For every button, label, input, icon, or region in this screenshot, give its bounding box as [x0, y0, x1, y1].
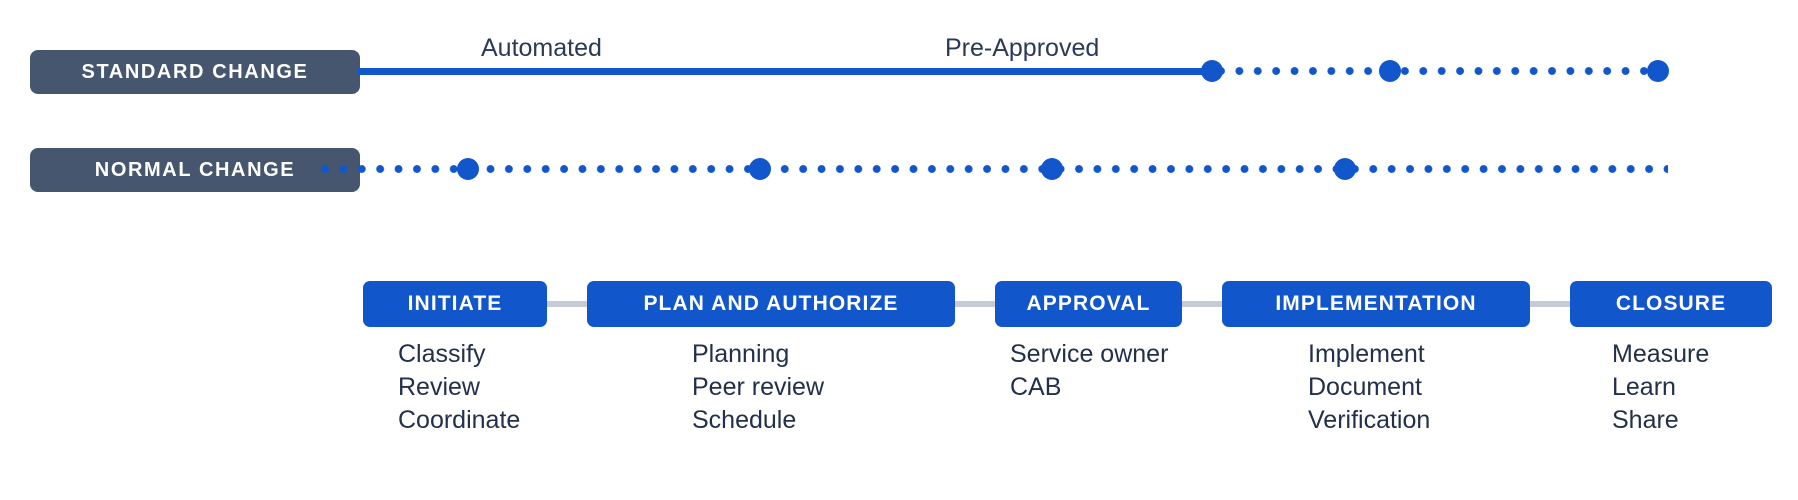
- track-row-standard-change: STANDARD CHANGE Automated Pre-Approved: [0, 44, 1798, 104]
- list-item: Review: [398, 371, 520, 404]
- milestone-dot: [1334, 158, 1356, 180]
- stage-list-initiate: Classify Review Coordinate: [398, 338, 520, 437]
- track-label-text: NORMAL CHANGE: [95, 159, 295, 182]
- list-item: Document: [1308, 371, 1430, 404]
- standard-change-solid-line: [358, 68, 1212, 75]
- stage-box-label: PLAN AND AUTHORIZE: [643, 292, 898, 316]
- stage-connector: [1182, 301, 1222, 307]
- list-item: Implement: [1308, 338, 1430, 371]
- list-item: Coordinate: [398, 404, 520, 437]
- stage-box-approval[interactable]: APPROVAL: [995, 281, 1182, 327]
- stage-box-label: CLOSURE: [1616, 292, 1726, 316]
- stage-box-plan-and-authorize[interactable]: PLAN AND AUTHORIZE: [587, 281, 955, 327]
- milestone-dot: [749, 158, 771, 180]
- list-item: Classify: [398, 338, 520, 371]
- list-item: Schedule: [692, 404, 824, 437]
- stage-box-row: INITIATE PLAN AND AUTHORIZE APPROVAL IMP…: [0, 281, 1798, 327]
- standard-change-dotted-line: [1212, 62, 1668, 80]
- list-item: Learn: [1612, 371, 1709, 404]
- stage-list-implementation: Implement Document Verification: [1308, 338, 1430, 437]
- stage-connector: [955, 301, 995, 307]
- track-label-standard-change: STANDARD CHANGE: [30, 50, 360, 94]
- milestone-dot: [1647, 60, 1669, 82]
- list-item: Service owner: [1010, 338, 1168, 371]
- list-item: Planning: [692, 338, 824, 371]
- stage-box-label: IMPLEMENTATION: [1275, 292, 1476, 316]
- stage-connector: [1530, 301, 1570, 307]
- stage-box-initiate[interactable]: INITIATE: [363, 281, 547, 327]
- milestone-dot: [457, 158, 479, 180]
- stage-box-implementation[interactable]: IMPLEMENTATION: [1222, 281, 1530, 327]
- track-label-normal-change: NORMAL CHANGE: [30, 148, 360, 192]
- normal-change-dotted-line: [316, 160, 1668, 178]
- stage-list-closure: Measure Learn Share: [1612, 338, 1709, 437]
- stage-box-closure[interactable]: CLOSURE: [1570, 281, 1772, 327]
- list-item: Peer review: [692, 371, 824, 404]
- annotation-pre-approved: Pre-Approved: [945, 34, 1099, 63]
- stage-connector: [547, 301, 587, 307]
- list-item: Verification: [1308, 404, 1430, 437]
- stage-list-plan-and-authorize: Planning Peer review Schedule: [692, 338, 824, 437]
- stage-list-approval: Service owner CAB: [1010, 338, 1168, 404]
- list-item: Share: [1612, 404, 1709, 437]
- milestone-dot: [1041, 158, 1063, 180]
- stage-box-label: APPROVAL: [1027, 292, 1151, 316]
- milestone-dot: [1201, 60, 1223, 82]
- stage-box-label: INITIATE: [408, 292, 503, 316]
- list-item: CAB: [1010, 371, 1168, 404]
- list-item: Measure: [1612, 338, 1709, 371]
- milestone-dot: [1379, 60, 1401, 82]
- track-label-text: STANDARD CHANGE: [82, 61, 309, 84]
- track-row-normal-change: NORMAL CHANGE: [0, 142, 1798, 202]
- annotation-automated: Automated: [481, 34, 602, 63]
